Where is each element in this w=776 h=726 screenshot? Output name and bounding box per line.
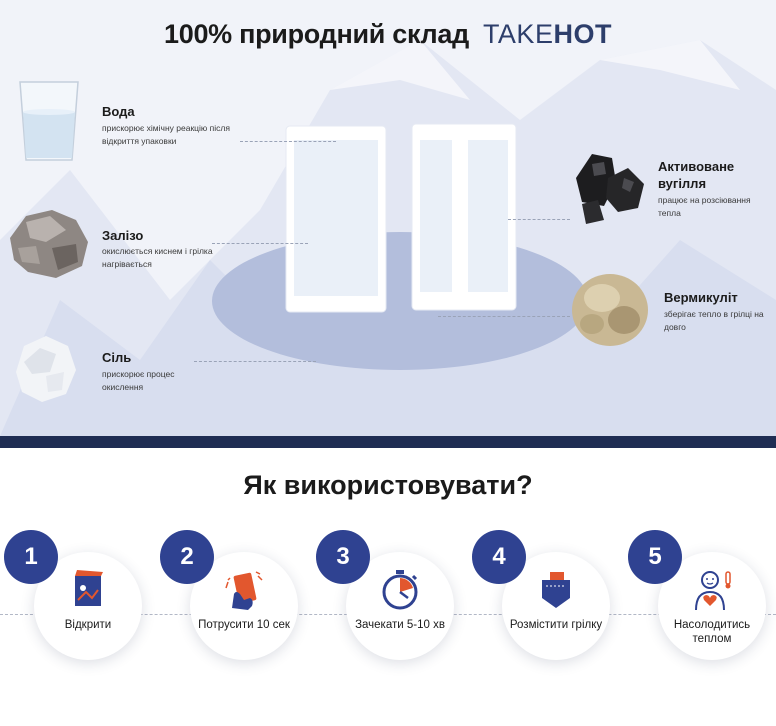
pocket-icon [542, 572, 570, 608]
ingredient-iron-desc: окислюється киснем і грілка нагрівається [102, 246, 213, 269]
ingredient-vermiculite-desc: зберігає тепло в грілці на довго [664, 309, 764, 332]
step-number-badge: 3 [316, 530, 370, 584]
ingredients-section: 100% природний склад TAKEHOT Вода приско… [0, 0, 776, 436]
composition-headline: 100% природний склад TAKEHOT [0, 14, 776, 54]
ingredient-iron-title: Залізо [102, 228, 144, 243]
step-1: 1 Відкрити [4, 530, 154, 670]
step-label: Потрусити 10 сек [198, 619, 290, 631]
step-number-badge: 5 [628, 530, 682, 584]
step-number-badge: 1 [4, 530, 58, 584]
ingredient-water-title: Вода [102, 104, 135, 119]
activated-carbon-image [576, 154, 644, 224]
package-open-icon [75, 570, 103, 606]
dashed-connector [212, 243, 308, 244]
ingredient-carbon-title: Активоване вугілля [658, 159, 735, 191]
ingredient-salt-desc: прискорює процес окислення [102, 369, 175, 392]
step-label: Зачекати 5-10 хв [355, 619, 445, 631]
stopwatch-icon [382, 570, 418, 610]
dashed-connector [240, 141, 336, 142]
salt-image [16, 336, 76, 402]
heat-pack-image [285, 123, 517, 313]
step-label: Відкрити [64, 619, 112, 631]
step-2: 2 Потрусити 10 сек [160, 530, 310, 670]
ingredient-water-desc: прискорює хімічну реакцію після відкритт… [102, 123, 230, 146]
step-5: 5 Насолодитись теплом [628, 530, 776, 670]
ingredient-vermiculite-title: Вермикуліт [664, 290, 738, 305]
page-title: 100% природний склад [164, 18, 469, 49]
step-4: 4 Розмістити грілку [472, 530, 622, 670]
iron-ore-image [10, 210, 88, 278]
ingredient-salt-title: Сіль [102, 350, 132, 365]
person-heart-icon [695, 571, 731, 611]
step-label: Насолодитись теплом [673, 619, 751, 645]
divider-stripe [0, 436, 776, 448]
ingredient-carbon-desc: працює на розсіювання тепла [658, 195, 751, 218]
shake-hand-icon [225, 571, 263, 610]
step-label: Розмістити грілку [509, 619, 603, 631]
howto-title: Як використовувати? [243, 470, 533, 500]
step-number-badge: 4 [472, 530, 526, 584]
step-number-badge: 2 [160, 530, 214, 584]
water-glass-image [19, 81, 79, 161]
step-3: 3 Зачекати 5-10 хв [316, 530, 466, 670]
dashed-connector [508, 219, 570, 220]
dashed-connector [194, 361, 316, 362]
dashed-connector [438, 316, 570, 317]
vermiculite-image [572, 274, 648, 346]
brand-logo: TAKEHOT [482, 18, 612, 49]
